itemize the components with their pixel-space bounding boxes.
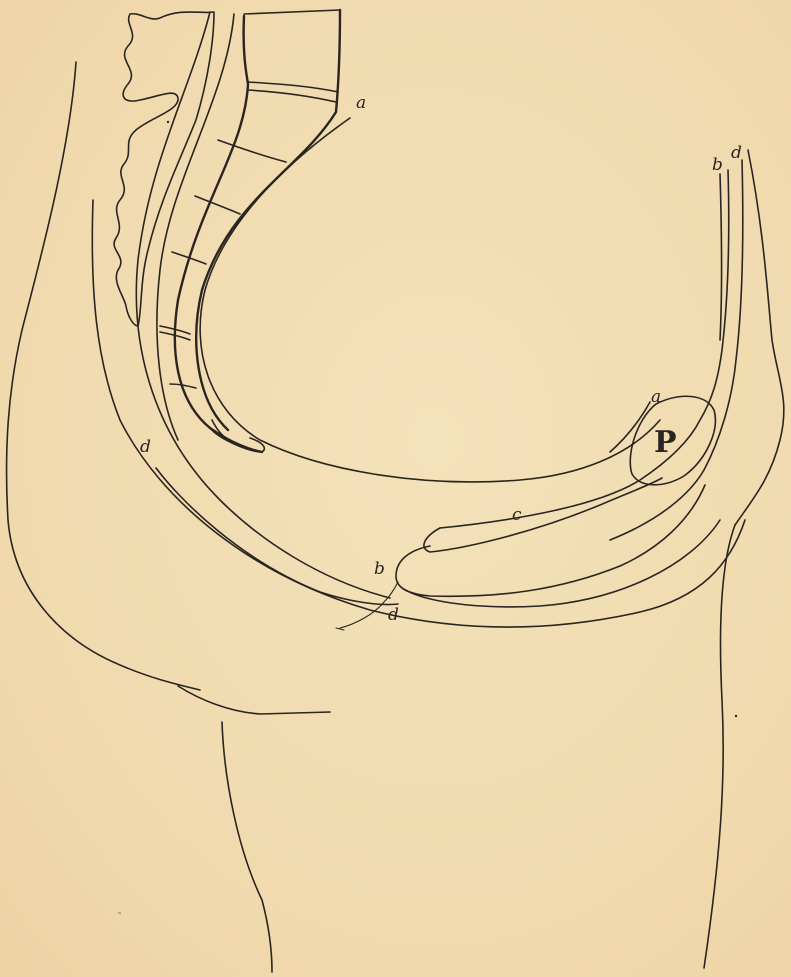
speck-mark: [118, 912, 121, 914]
label-b-right: b: [712, 155, 723, 175]
dot-mark: [167, 121, 169, 123]
buttock-fold: [178, 686, 330, 714]
organ-c-upper: [424, 478, 662, 552]
rectum-wall-outer: [136, 12, 390, 598]
label-d-left: d: [140, 437, 151, 457]
label-d-lower: d: [388, 605, 399, 625]
rectum-wall-inner: [157, 14, 234, 440]
spine-top-edge: [244, 10, 340, 14]
organ-b-outline: [396, 485, 705, 596]
d-channel-left: [156, 468, 398, 605]
spine-back: [196, 10, 340, 430]
organ-b-lower-wall: [402, 520, 720, 607]
label-d-right: d: [731, 143, 742, 163]
dot-mark: [735, 715, 737, 717]
label-P: P: [654, 425, 677, 460]
back-outline: [7, 62, 200, 690]
label-a-top: a: [356, 93, 366, 113]
label-b-lower: b: [374, 559, 385, 579]
thigh-front-outline: [704, 525, 735, 968]
vertebral-disc-2: [248, 90, 336, 102]
organ-a-upper-outline: [610, 402, 650, 452]
label-a-organ: a: [651, 387, 661, 407]
coccyx-tip: [210, 428, 264, 452]
label-c: c: [512, 505, 522, 525]
b-line-top: [720, 174, 722, 340]
vertebral-disc-4: [195, 196, 240, 214]
thigh-back-outline: [222, 722, 272, 972]
intestinal-loops: [114, 12, 214, 326]
posterior-vaginal-wall: [200, 118, 660, 482]
anterior-abdominal-wall-outer: [610, 160, 743, 540]
